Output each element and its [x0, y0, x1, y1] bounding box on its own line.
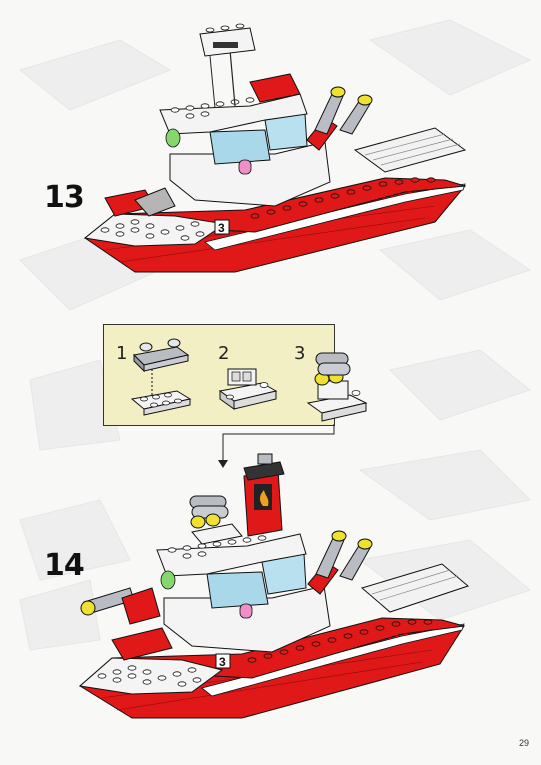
substep-number-3: 3: [294, 343, 306, 364]
boat-number-label-14: 3: [219, 655, 226, 669]
sub-assembly-panel: 1 2 3: [103, 324, 368, 426]
substep-number-1: 1: [116, 343, 128, 364]
substep-number-2: 2: [218, 343, 230, 364]
arrow-connector: [218, 424, 335, 468]
step-13-boat-illustration: 3: [83, 23, 467, 273]
step-number-14: 14: [44, 548, 85, 583]
step-14-boat-illustration: 3: [78, 453, 470, 719]
boat-number-plate-14: [215, 653, 231, 669]
substep-2-illustration: [218, 368, 278, 410]
step-number-13: 13: [44, 180, 85, 215]
substep-1-illustration: [130, 338, 192, 416]
boat-number-label: 3: [218, 221, 225, 235]
boat-number-plate: [214, 219, 230, 235]
substep-3-illustration: [306, 352, 368, 422]
page-number: 29: [518, 738, 529, 748]
